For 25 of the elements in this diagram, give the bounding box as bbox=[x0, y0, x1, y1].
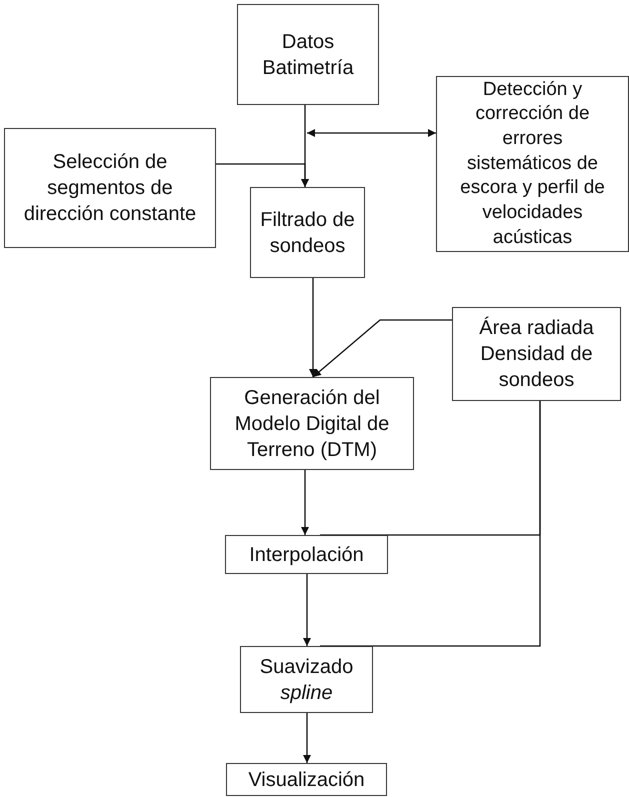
process-box bbox=[210, 377, 414, 470]
box-label: Interpolación bbox=[249, 542, 364, 568]
process-box bbox=[240, 646, 373, 713]
box-label: Selección de segmentos de dirección constante bbox=[22, 150, 198, 227]
arrow bbox=[301, 470, 309, 535]
process-box bbox=[436, 76, 629, 252]
arrow bbox=[216, 163, 309, 187]
arrow bbox=[303, 713, 311, 763]
box-label: Filtrado de sondeos bbox=[259, 208, 356, 258]
process-box bbox=[225, 535, 388, 574]
arrow bbox=[303, 574, 311, 646]
process-box bbox=[250, 187, 365, 278]
arrow bbox=[309, 278, 317, 377]
process-box bbox=[452, 307, 621, 401]
process-box bbox=[4, 128, 216, 248]
arrow bbox=[307, 129, 436, 137]
process-box bbox=[237, 4, 379, 105]
arrow bbox=[312, 319, 452, 378]
box-label: Datos Batimetría bbox=[261, 30, 355, 80]
box-label: Área radiada Densidad de sondeos bbox=[478, 316, 595, 393]
process-box bbox=[226, 763, 387, 796]
box-label: Detección y corrección de errores sistemáticos de escora y perfil de velocidades acústicas bbox=[459, 78, 606, 250]
box-label: Visualización bbox=[248, 768, 365, 792]
box-label: Generación del Modelo Digital de Terreno (DTM) bbox=[234, 386, 390, 462]
box-label: Suavizado spline bbox=[258, 654, 354, 706]
